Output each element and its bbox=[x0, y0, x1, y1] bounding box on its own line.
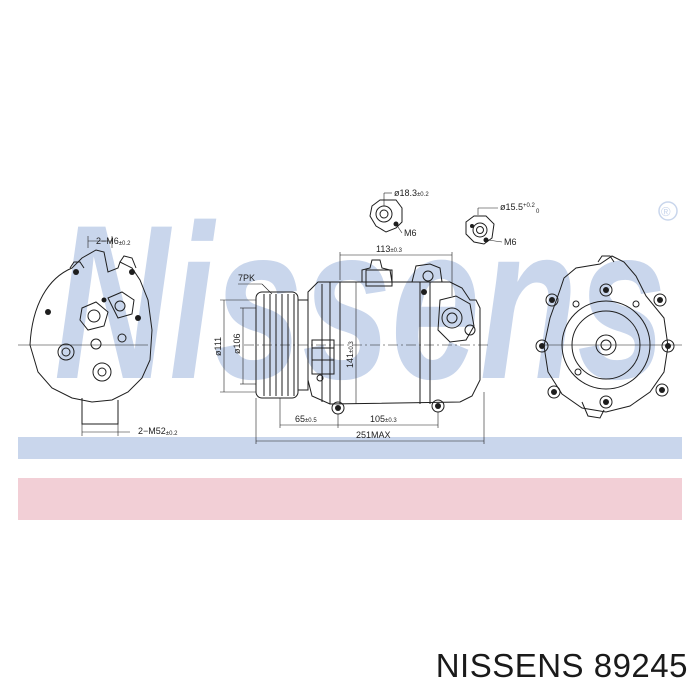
svg-text:105±0.3: 105±0.3 bbox=[370, 414, 397, 424]
svg-text:ø15.5+0.2: ø15.5+0.2 bbox=[500, 202, 536, 212]
svg-text:0: 0 bbox=[536, 209, 540, 215]
svg-text:2−M6±0.2: 2−M6±0.2 bbox=[96, 236, 131, 247]
svg-text:251MAX: 251MAX bbox=[356, 430, 391, 440]
right-view bbox=[535, 255, 682, 419]
pink-band bbox=[18, 478, 682, 520]
svg-text:M6: M6 bbox=[504, 237, 517, 247]
svg-text:113±0.3: 113±0.3 bbox=[376, 244, 403, 254]
svg-text:65±0.5: 65±0.5 bbox=[295, 414, 317, 424]
watermark-logo: Nissens bbox=[54, 179, 666, 425]
left-view: 2−M6±0.2 2−M52±0.2 bbox=[18, 236, 178, 437]
part-number-label: NISSENS 89245 bbox=[435, 647, 688, 684]
svg-text:ø18.3±0.2: ø18.3±0.2 bbox=[394, 188, 429, 198]
svg-text:ø111: ø111 bbox=[213, 337, 223, 356]
svg-text:7PK: 7PK bbox=[238, 273, 255, 283]
svg-text:®: ® bbox=[661, 204, 671, 219]
svg-text:141±0.3: 141±0.3 bbox=[345, 341, 355, 368]
registered-mark: ® bbox=[658, 201, 678, 221]
svg-text:M6: M6 bbox=[404, 228, 417, 238]
fitting-detail-1: ø18.3±0.2 M6 bbox=[369, 188, 429, 238]
fitting-detail-2: ø15.5+0.2 0 M6 bbox=[465, 202, 540, 247]
blue-band bbox=[18, 437, 682, 459]
svg-text:2−M52±0.2: 2−M52±0.2 bbox=[138, 426, 178, 437]
side-view: 7PK ø111 ø106 141±0.3 113±0.3 65±0.5 105… bbox=[213, 244, 490, 444]
svg-text:ø106: ø106 bbox=[232, 333, 242, 354]
